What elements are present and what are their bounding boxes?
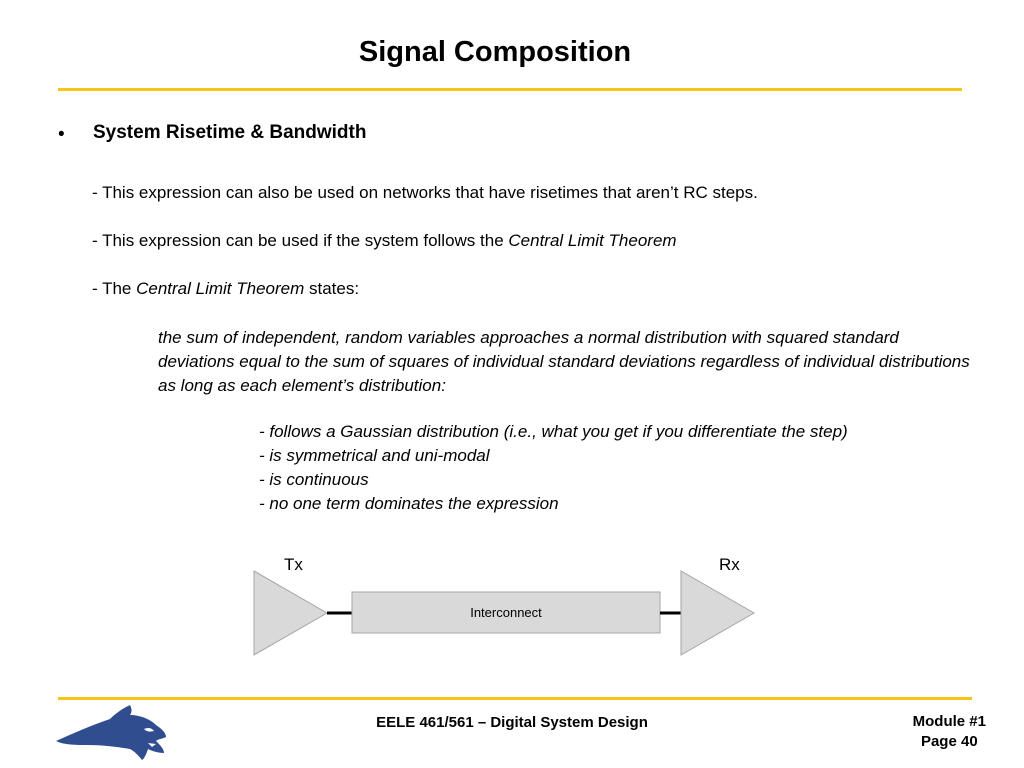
bottom-divider (58, 697, 972, 700)
top-divider (58, 88, 962, 91)
footer-page-info: Module #1 Page 40 (913, 712, 986, 752)
criterion-4: - no one term dominates the expression (259, 494, 559, 513)
criterion-3: - is continuous (259, 470, 369, 489)
tx-driver-triangle (253, 570, 329, 656)
text-line-3: - The Central Limit Theorem states: (92, 279, 359, 299)
slide-title: Signal Composition (358, 36, 632, 68)
criterion-2: - is symmetrical and uni-modal (259, 446, 490, 465)
footer-course-title: EELE 461/561 – Digital System Design (376, 714, 648, 731)
theorem-quote: the sum of independent, random variables… (158, 328, 970, 395)
text-line-3-suffix: states: (304, 279, 360, 298)
bullet-icon: • (58, 124, 65, 145)
bobcat-logo-icon (56, 705, 166, 760)
text-line-2-prefix: - This expression can be used if the sys… (92, 231, 509, 250)
interconnect-diagram: Tx Rx Interconnect (253, 555, 756, 656)
rx-receiver-triangle (680, 570, 756, 656)
rx-label: Rx (719, 555, 740, 574)
tx-label: Tx (284, 555, 303, 574)
text-line-1: - This expression can also be used on ne… (92, 183, 758, 202)
footer-page-number: Page 40 (920, 733, 978, 750)
text-line-3-prefix: - The (92, 279, 137, 298)
interconnect-label: Interconnect (470, 605, 542, 620)
text-line-3-italic: Central Limit Theorem (136, 279, 305, 298)
section-heading: System Risetime & Bandwidth (93, 122, 367, 143)
footer-module: Module #1 (912, 713, 986, 730)
criterion-1: - follows a Gaussian distribution (i.e.,… (259, 422, 848, 441)
text-line-2-italic: Central Limit Theorem (508, 231, 677, 250)
text-line-2: - This expression can be used if the sys… (92, 231, 677, 251)
